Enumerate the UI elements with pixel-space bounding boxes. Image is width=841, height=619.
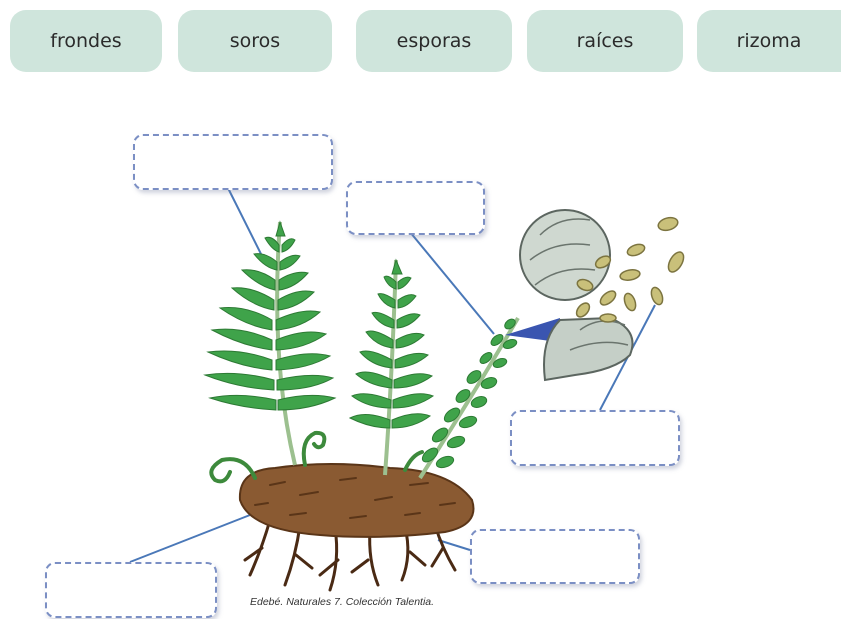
image-credit: Edebé. Naturales 7. Colección Talentia. [250,596,434,608]
answer-input-sori[interactable] [348,183,483,233]
frond-fertile [420,317,518,478]
frond-left [205,222,335,465]
answer-box-sori[interactable] [346,181,485,235]
answer-input-rhizome[interactable] [47,564,215,616]
answer-box-frond[interactable] [133,134,333,190]
answer-input-roots[interactable] [472,531,638,582]
answer-box-spores[interactable] [510,410,680,466]
answer-input-spores[interactable] [512,412,678,464]
frond-middle [350,260,433,475]
answer-input-frond[interactable] [135,136,331,188]
rhizome [240,464,474,537]
answer-box-rhizome[interactable] [45,562,217,618]
answer-box-roots[interactable] [470,529,640,584]
